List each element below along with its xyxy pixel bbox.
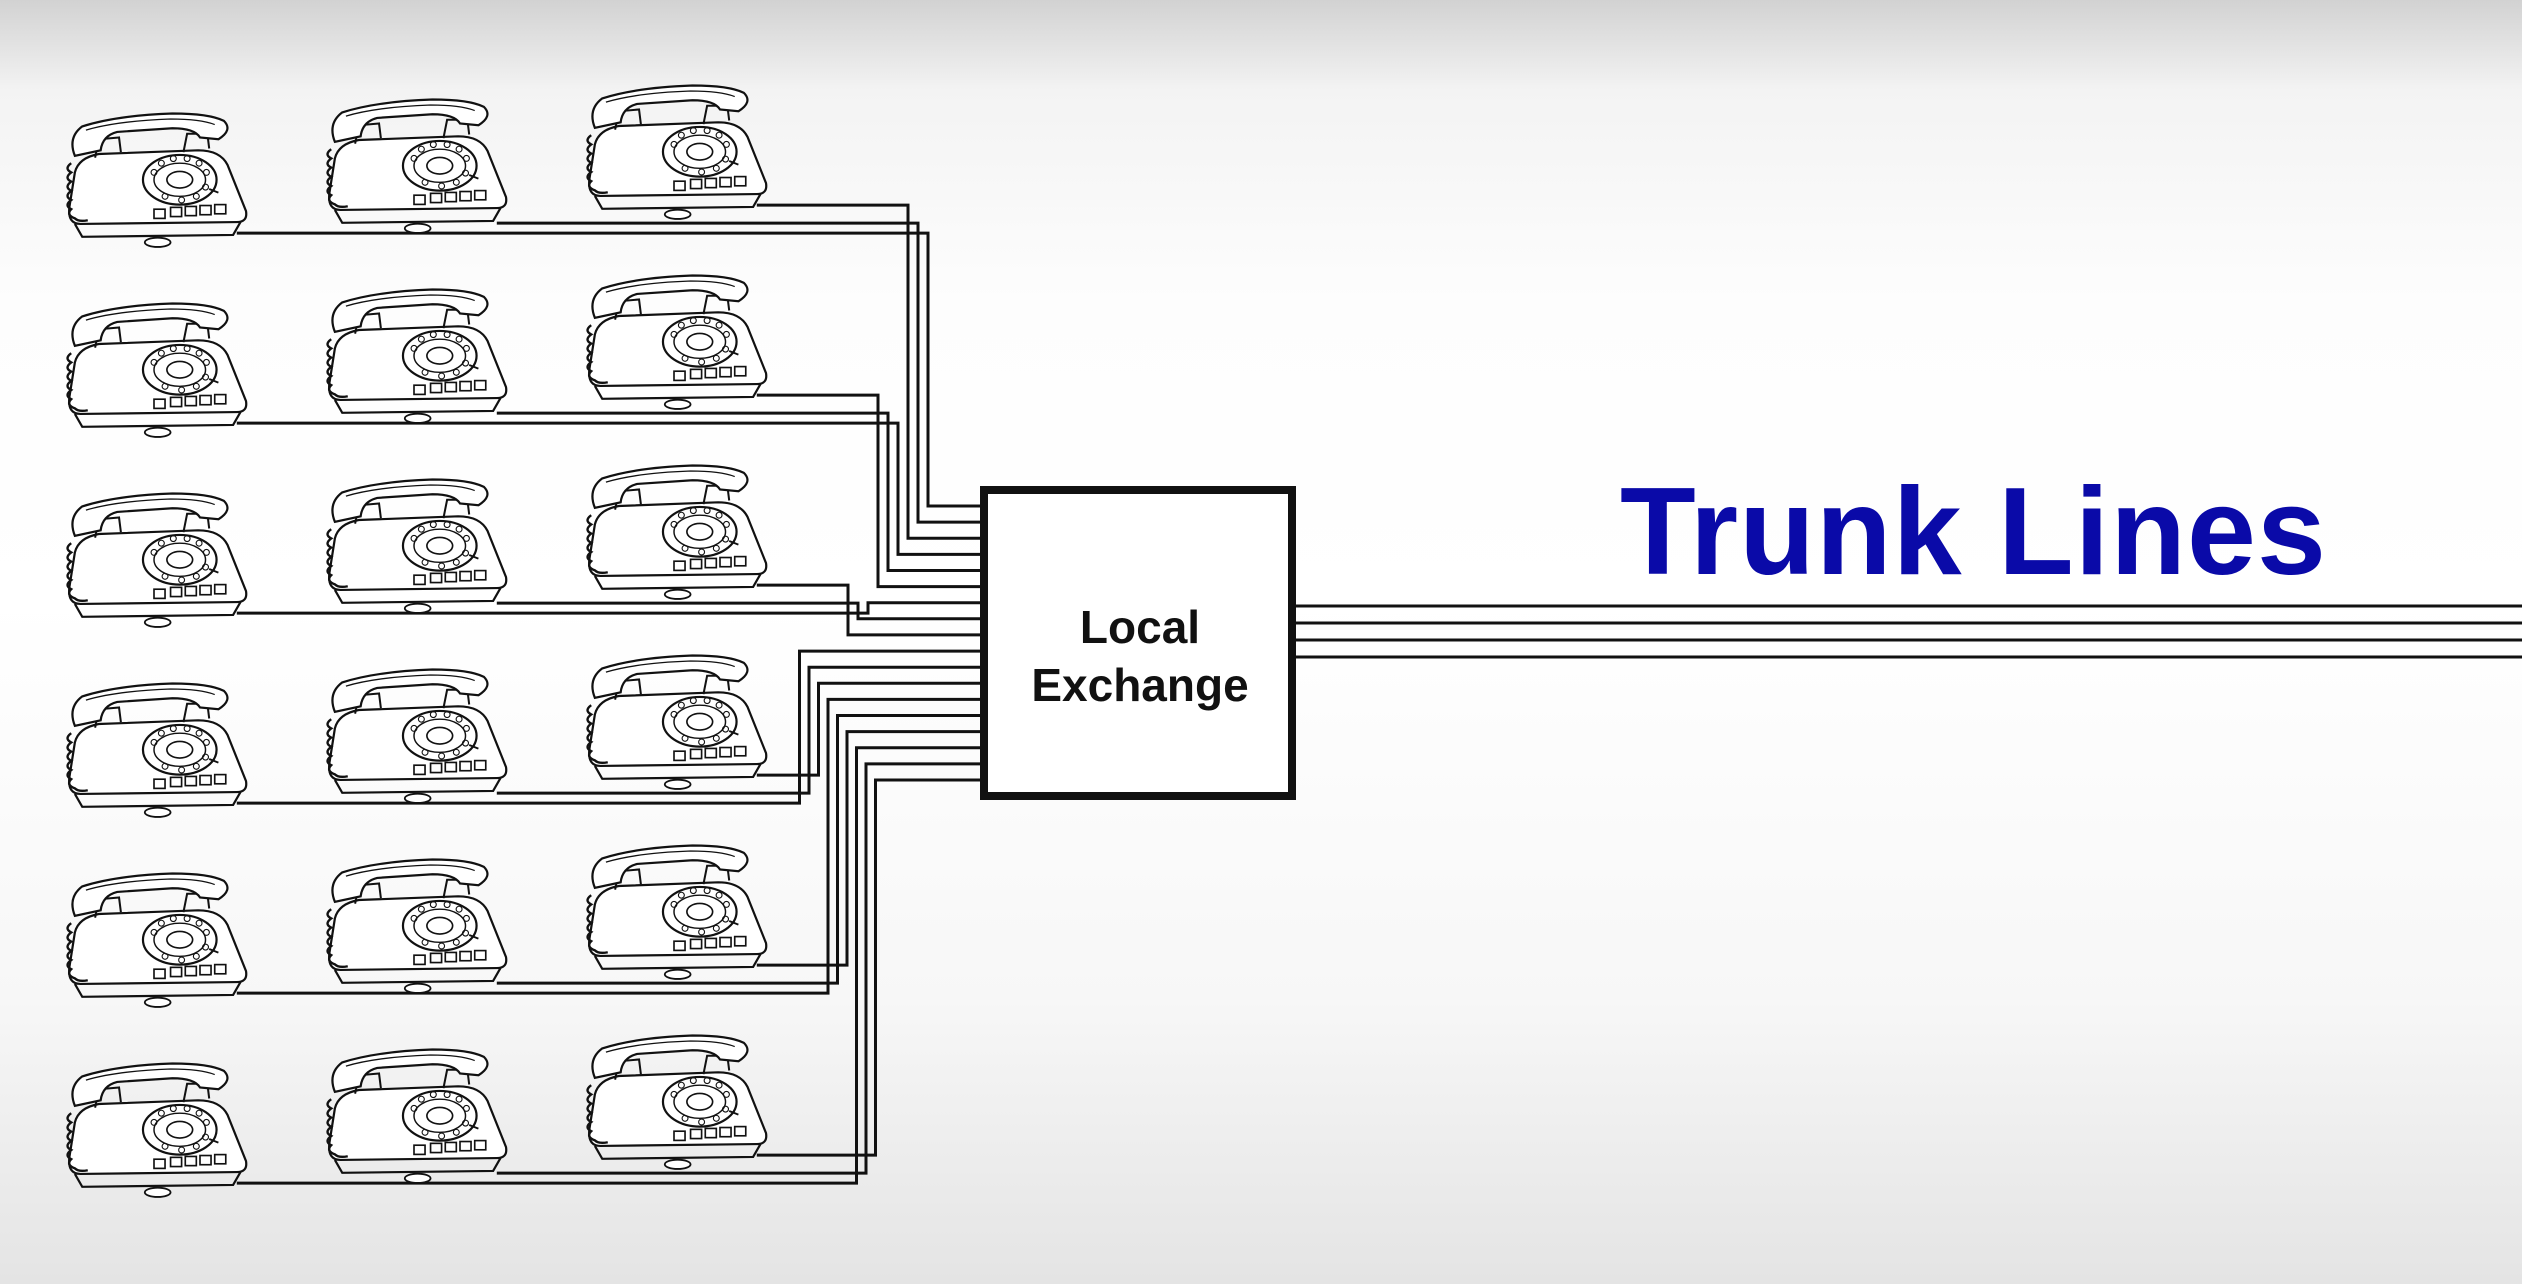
telephone-icon-r2-c3 bbox=[586, 274, 768, 411]
telephone-icon-r6-c1 bbox=[66, 1062, 248, 1199]
telephone-icon-r3-c2 bbox=[326, 478, 508, 615]
telephone-icon-r2-c2 bbox=[326, 288, 508, 425]
telephone-icon-r5-c1 bbox=[66, 872, 248, 1009]
telephone-icon-r1-c2 bbox=[326, 98, 508, 235]
local-loop-wire bbox=[756, 681, 984, 777]
local-loop-wire bbox=[496, 221, 984, 524]
local-loop-wire bbox=[236, 697, 984, 995]
local-exchange-box bbox=[980, 486, 1296, 800]
telephone-icon-r3-c1 bbox=[66, 492, 248, 629]
local-loop-wire bbox=[496, 714, 984, 985]
local-loop-wire bbox=[756, 778, 984, 1157]
exchange-label-line2: Exchange bbox=[1031, 659, 1249, 711]
telephone-icon-r6-c2 bbox=[326, 1048, 508, 1185]
local-loop-wire bbox=[756, 730, 984, 967]
local-loop-wire bbox=[236, 649, 984, 805]
telephone-icon-r4-c3 bbox=[586, 654, 768, 791]
local-loop-wire bbox=[496, 411, 984, 572]
local-loop-wire bbox=[496, 762, 984, 1175]
telephone-icon-r4-c1 bbox=[66, 682, 248, 819]
local-loop-wire bbox=[496, 665, 984, 795]
telephone-icon-r1-c3 bbox=[586, 84, 768, 221]
local-loop-wire bbox=[236, 601, 984, 615]
telephone-icon-r5-c3 bbox=[586, 844, 768, 981]
exchange-label-line1: Local bbox=[1079, 601, 1201, 653]
local-loop-wire bbox=[756, 583, 984, 637]
local-loop-wire bbox=[756, 393, 984, 589]
telephone-icon-r1-c1 bbox=[66, 112, 248, 249]
local-exchange-label: Local Exchange bbox=[990, 598, 1290, 714]
telephone-icon-r5-c2 bbox=[326, 858, 508, 995]
telephone-icon-r4-c2 bbox=[326, 668, 508, 805]
local-loop-wire bbox=[236, 746, 984, 1185]
telephone-icon-r2-c1 bbox=[66, 302, 248, 439]
local-loop-wire bbox=[756, 203, 984, 540]
telephone-icon-r6-c3 bbox=[586, 1034, 768, 1171]
local-loop-wire bbox=[236, 231, 984, 508]
telephone-icon-r3-c3 bbox=[586, 464, 768, 601]
diagram-title: Trunk Lines bbox=[1620, 463, 2327, 601]
local-loop-wire bbox=[496, 601, 984, 621]
local-loop-wire bbox=[236, 421, 984, 556]
